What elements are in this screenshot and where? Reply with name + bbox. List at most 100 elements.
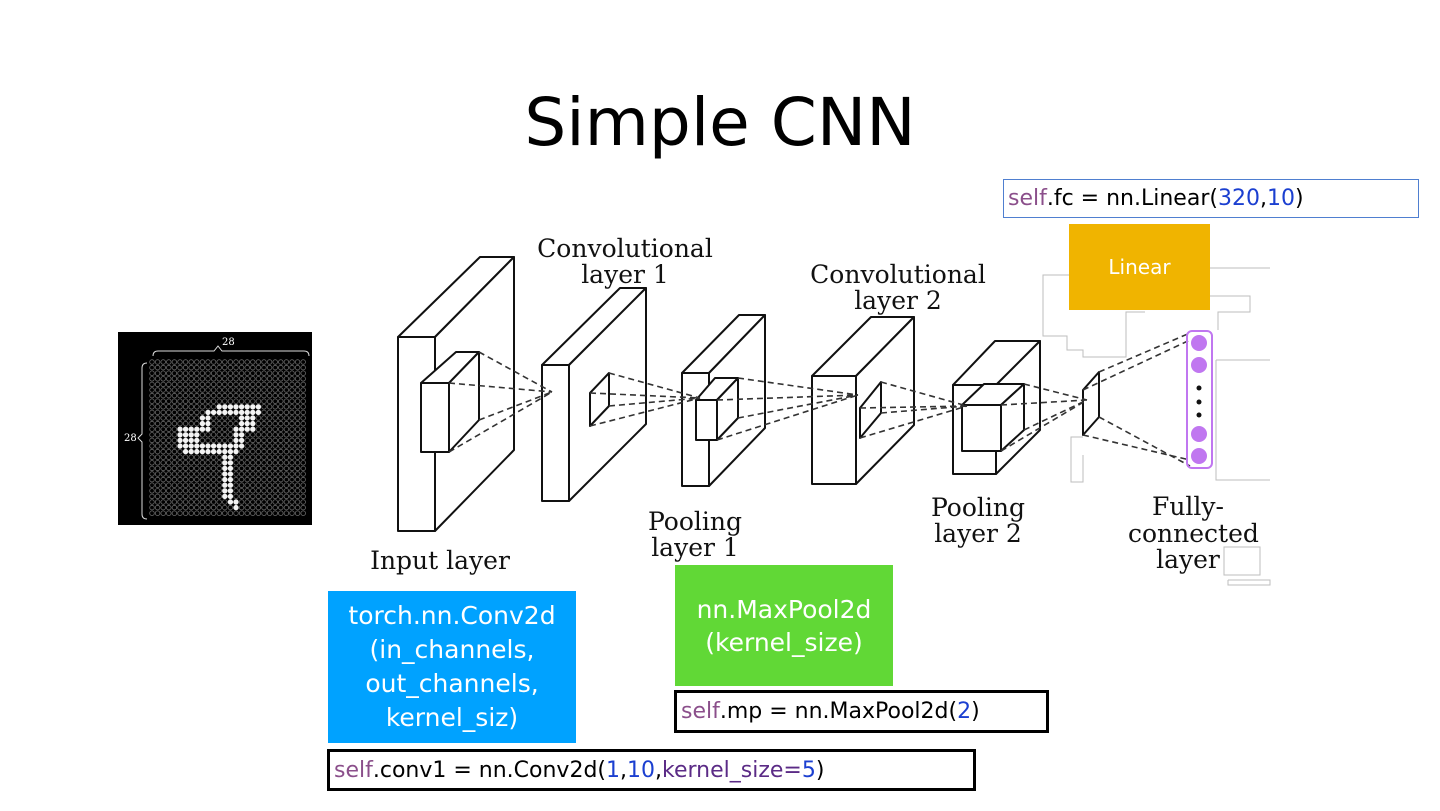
- pixel: [188, 370, 194, 376]
- pixel: [227, 364, 234, 371]
- pixel: [188, 426, 194, 432]
- ellipsis-dot: [1196, 385, 1202, 391]
- pixel: [278, 387, 284, 393]
- pixel: [222, 443, 228, 449]
- label-pool2-line2: layer 2: [934, 519, 1022, 548]
- code-keyword: self: [334, 757, 373, 783]
- pixel: [194, 404, 200, 410]
- pixel: [222, 460, 228, 466]
- pixel: [294, 448, 301, 455]
- pixel: [177, 471, 183, 477]
- pixel: [205, 488, 211, 494]
- pixel: [205, 432, 211, 438]
- pixel: [261, 510, 267, 516]
- pixel: [149, 359, 155, 365]
- pixel: [205, 426, 211, 432]
- pixel: [238, 471, 245, 477]
- pixel: [154, 398, 161, 404]
- pixel: [272, 432, 278, 438]
- pixel: [278, 437, 284, 444]
- pixel: [149, 454, 155, 460]
- pixel: [227, 476, 234, 483]
- pixel: [160, 482, 166, 488]
- pixel: [166, 426, 172, 432]
- pixel: [210, 443, 217, 449]
- pixel: [233, 493, 239, 500]
- pixel: [154, 471, 161, 477]
- pixel: [233, 482, 239, 488]
- pixel: [166, 510, 172, 516]
- pixel: [244, 482, 250, 488]
- pixel: [154, 370, 161, 376]
- pixel: [238, 482, 245, 488]
- pixel: [266, 420, 273, 427]
- pixel: [194, 376, 200, 382]
- pixel: [300, 504, 306, 511]
- pixel: [194, 454, 200, 460]
- pixel: [244, 510, 250, 516]
- pixel: [244, 476, 250, 483]
- pixel: [222, 476, 228, 483]
- pixel: [238, 404, 245, 410]
- pixel: [160, 499, 166, 505]
- pixel: [255, 432, 262, 438]
- pixel: [233, 476, 239, 483]
- pixel: [261, 488, 267, 494]
- pixel: [149, 392, 155, 399]
- pixel: [250, 510, 256, 516]
- pixel: [216, 376, 222, 382]
- pixel: [272, 437, 278, 444]
- pixel: [166, 381, 172, 388]
- pixel: [278, 488, 284, 494]
- pixel: [294, 504, 301, 511]
- pixel: [171, 404, 178, 410]
- input-layer-block: [397, 256, 515, 532]
- pixel: [149, 364, 155, 371]
- pixel: [166, 376, 172, 382]
- pixel: [177, 376, 183, 382]
- pixel: [199, 420, 206, 427]
- pixel: [238, 504, 245, 511]
- code-text: ,: [655, 757, 662, 783]
- conv2d-callout-line: kernel_siz): [385, 703, 519, 732]
- pixel: [294, 465, 301, 472]
- label-fc-line1: Fully-: [1151, 492, 1224, 521]
- pixel: [154, 404, 161, 410]
- pixel: [278, 420, 284, 427]
- pixel: [255, 370, 262, 376]
- pixel: [194, 493, 200, 500]
- pixel: [244, 432, 250, 438]
- conv-layer-1-block: [541, 287, 647, 502]
- pixel: [261, 493, 267, 500]
- pooling-layer-2-block: [952, 340, 1041, 475]
- pixel: [250, 420, 256, 427]
- pixel: [216, 510, 222, 516]
- pixel: [283, 493, 290, 500]
- pixel: [294, 398, 301, 404]
- pixel: [294, 381, 301, 388]
- pixel: [294, 454, 301, 460]
- pixel: [289, 364, 295, 371]
- pixel: [266, 359, 273, 365]
- pixel: [205, 381, 211, 388]
- pixel: [199, 370, 206, 376]
- pixel: [171, 387, 178, 393]
- slide-title: Simple CNN: [524, 84, 916, 161]
- pixel: [177, 398, 183, 404]
- pixel: [194, 443, 200, 449]
- pixel: [294, 476, 301, 483]
- pixel: [160, 370, 166, 376]
- pixel: [244, 376, 250, 382]
- pixel: [171, 398, 178, 404]
- pixel: [272, 409, 278, 416]
- code-keyword: self: [1008, 186, 1047, 211]
- pixel: [171, 476, 178, 483]
- pixel: [216, 364, 222, 371]
- pixel: [194, 437, 200, 444]
- pixel: [166, 392, 172, 399]
- image-height-label: 28: [124, 433, 137, 444]
- pixel: [216, 409, 222, 416]
- pixel: [227, 443, 234, 449]
- pixel: [261, 392, 267, 399]
- pixel: [199, 504, 206, 511]
